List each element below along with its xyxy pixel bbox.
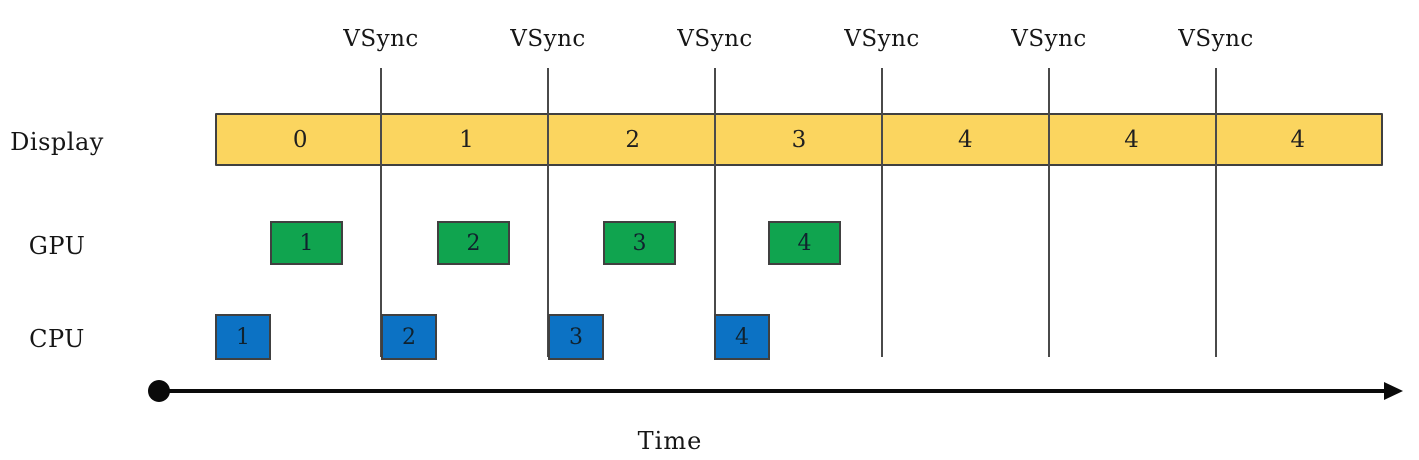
vsync-label-6: VSync xyxy=(1178,26,1254,52)
vsync-label-3: VSync xyxy=(677,26,753,52)
gpu-task-box: 1 xyxy=(270,221,343,265)
display-frame-segment: 0 xyxy=(292,126,308,153)
cpu-task-box: 3 xyxy=(548,314,604,360)
vsync-label-5: VSync xyxy=(1011,26,1087,52)
vsync-line-4 xyxy=(881,68,883,357)
cpu-task-box: 1 xyxy=(215,314,271,360)
time-axis-label: Time xyxy=(637,427,703,455)
display-frame-segment: 4 xyxy=(957,126,973,153)
gpu-task-box: 4 xyxy=(768,221,841,265)
row-label-gpu: GPU xyxy=(28,232,86,260)
vsync-label-4: VSync xyxy=(844,26,920,52)
gpu-task-box: 2 xyxy=(437,221,510,265)
row-label-cpu: CPU xyxy=(29,325,85,353)
gpu-task-box: 3 xyxy=(603,221,676,265)
vsync-line-6 xyxy=(1215,68,1217,357)
cpu-task-box: 4 xyxy=(714,314,770,360)
vsync-line-5 xyxy=(1048,68,1050,357)
time-axis-arrowhead-icon xyxy=(1384,382,1403,400)
vsync-line-1 xyxy=(380,68,382,357)
display-bar: 0 1 2 3 4 4 4 xyxy=(215,113,1383,166)
display-frame-segment: 4 xyxy=(1124,126,1139,153)
display-frame-segment: 1 xyxy=(459,126,474,153)
vsync-line-3 xyxy=(714,68,716,357)
row-label-display: Display xyxy=(10,128,104,156)
display-frame-segment: 4 xyxy=(1290,126,1306,153)
display-frame-segment: 3 xyxy=(791,126,807,153)
display-frame-segment: 2 xyxy=(625,126,641,153)
time-axis-line xyxy=(159,389,1387,393)
vsync-label-1: VSync xyxy=(343,26,419,52)
cpu-task-box: 2 xyxy=(381,314,437,360)
vsync-line-2 xyxy=(547,68,549,357)
vsync-label-2: VSync xyxy=(510,26,586,52)
